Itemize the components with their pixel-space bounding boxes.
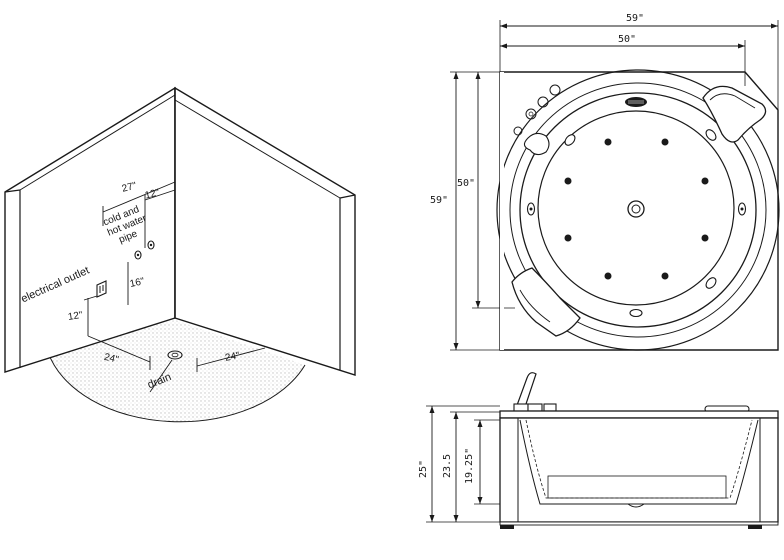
side-seat-step	[547, 475, 727, 499]
plan-deck-rim	[509, 82, 767, 338]
plan-dim-width-inner: 50"	[500, 34, 746, 86]
plan-width-inner-label: 50"	[618, 34, 636, 45]
dim-24-right: 24"	[196, 347, 266, 372]
plan-headrest-top	[702, 85, 767, 143]
side-drain	[627, 503, 645, 508]
dim-27: 27"	[102, 172, 176, 226]
floor-arc	[47, 351, 306, 423]
dim-24-right-label: 24"	[224, 350, 241, 363]
side-basin-inner-dashed	[525, 419, 753, 499]
side-dim-1925: 19.25"	[464, 419, 500, 505]
plan-view: 59" 50" 59" 50"	[430, 13, 780, 351]
plan-speaker-grille	[625, 97, 647, 107]
plan-width-outer-label: 59"	[626, 13, 644, 24]
dim-12-top: 12"	[144, 187, 176, 248]
plan-basin-floor	[537, 110, 735, 306]
dim-24-left-label: 24"	[103, 352, 120, 366]
plan-floor-jets	[564, 138, 709, 280]
room-corner-view: 27" 12" cold and hot water pipe 16"	[4, 86, 356, 423]
right-wall	[174, 86, 356, 376]
dim-12-top-label: 12"	[144, 187, 161, 201]
side-foot-left	[500, 525, 514, 529]
plan-outer-rim	[496, 69, 780, 351]
plan-height-inner-label: 50"	[457, 178, 475, 189]
plan-dim-height-inner: 50"	[457, 72, 515, 309]
dim-12-left: 12"	[67, 295, 98, 336]
plan-basin-rim	[519, 92, 757, 328]
side-height-1925-label: 19.25"	[464, 448, 475, 484]
side-dim-235: 23.5	[442, 411, 500, 522]
drain	[167, 350, 183, 360]
plan-control-knobs	[525, 84, 561, 120]
side-dim-total: 25"	[418, 405, 500, 523]
side-base	[499, 521, 779, 526]
dim-12-left-label: 12"	[67, 310, 84, 323]
pipe-outlets	[134, 240, 155, 260]
side-height-total-label: 25"	[418, 460, 429, 478]
floor-area	[48, 320, 305, 422]
side-foot-right	[748, 525, 762, 529]
dim-16: 16"	[127, 262, 146, 305]
side-height-235-label: 23.5	[442, 454, 453, 478]
dim-16-label: 16"	[129, 276, 146, 290]
electrical-outlet-box	[96, 280, 107, 298]
side-view: 25" 23.5 19.25"	[418, 372, 779, 529]
side-tub-body	[499, 417, 779, 523]
plan-drain	[627, 200, 645, 218]
side-tub-top-rim	[499, 410, 779, 419]
plan-height-outer-label: 59"	[430, 195, 448, 206]
plan-side-jets	[526, 129, 747, 318]
dim-24-left: 24"	[87, 335, 151, 370]
dim-27-label: 27"	[121, 180, 138, 194]
plan-faucet	[513, 126, 550, 156]
drain-leader	[149, 359, 173, 393]
plan-headrest-bottom	[511, 267, 581, 337]
side-basin-profile	[519, 419, 759, 505]
